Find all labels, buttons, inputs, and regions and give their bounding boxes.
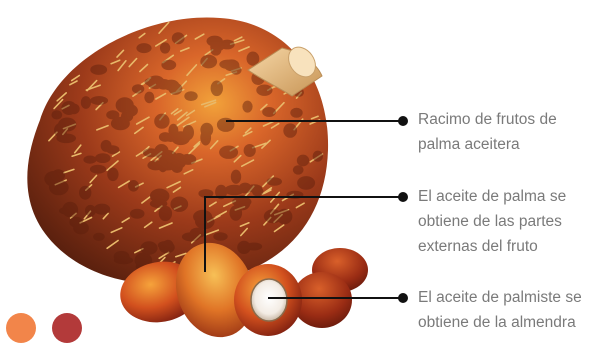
bunch-fruitlet <box>168 83 182 95</box>
bunch-fruitlet <box>95 153 111 163</box>
bunch-fruitlet <box>143 148 159 157</box>
bunch-fruitlet <box>164 133 178 142</box>
label-kernel-oil-line-1: El aceite de palmiste se <box>418 285 582 310</box>
label-palm-oil-line-2: obtiene de las partes <box>418 209 566 234</box>
bunch-fruitlet <box>144 92 154 104</box>
bunch-fruitlet <box>150 199 168 208</box>
bunch-fruitlet <box>107 168 118 182</box>
bunch-fruitlet <box>81 96 91 109</box>
bunch-fruitlet <box>54 123 67 138</box>
bunch-fruitlet <box>161 60 176 70</box>
label-palm-oil: El aceite de palma se obtiene de las par… <box>418 184 566 259</box>
bunch-fruitlet <box>200 130 211 146</box>
bunch-fruitlet <box>49 180 69 196</box>
bunch-fruitlet <box>90 96 108 105</box>
bunch-fruitlet <box>264 209 282 223</box>
bunch-fruitlet <box>94 204 110 215</box>
bunch-fruitlet <box>114 256 133 264</box>
bunch-fruitlet <box>90 65 107 75</box>
bunch-fruitlet <box>193 210 212 224</box>
leader-dot-kernel-oil <box>398 293 408 303</box>
bunch-fruitlet <box>262 107 276 117</box>
bunch-fruitlet <box>207 36 223 47</box>
fruit-bunch <box>27 17 328 284</box>
bunch-fruitlet <box>73 222 89 235</box>
pager-dot-red[interactable] <box>52 313 82 343</box>
bunch-fruitlet <box>62 101 77 115</box>
bunch-fruitlet <box>111 117 130 131</box>
pager-dot-orange[interactable] <box>6 313 36 343</box>
bunch-fruitlet <box>163 240 174 252</box>
label-bunch-line-1: Racimo de frutos de <box>418 107 557 132</box>
bunch-fruitlet <box>244 144 256 157</box>
bunch-fruitlet <box>159 206 172 221</box>
bunch-fruitlet <box>62 202 78 218</box>
leader-dots <box>398 116 408 303</box>
bunch-fruitlet <box>190 228 206 238</box>
leader-dot-bunch <box>398 116 408 126</box>
bunch-fruitlet <box>130 209 145 219</box>
bunch-fruitlet <box>116 97 134 113</box>
bunch-fruitlet <box>283 123 297 137</box>
bunch-fruitlet <box>313 151 323 162</box>
bunch-fruitlet <box>90 165 106 174</box>
leader-dot-palm-oil <box>398 192 408 202</box>
bunch-fruitlet <box>132 84 144 93</box>
bunch-fruitlet <box>106 145 119 154</box>
bunch-fruitlet <box>217 118 235 132</box>
bunch-fruitlet <box>136 43 151 53</box>
label-kernel-oil: El aceite de palmiste se obtiene de la a… <box>418 285 582 335</box>
bunch-fruitlet <box>79 186 91 200</box>
bunch-fruitlet <box>170 197 188 212</box>
bunch-fruitlet <box>83 156 96 164</box>
label-kernel-oil-line-2: obtiene de la almendra <box>418 310 582 335</box>
bunch-fruitlet <box>231 170 241 184</box>
bunch-fruitlet <box>231 66 242 75</box>
bunch-fruitlet <box>213 232 227 241</box>
bunch-fruitlet <box>128 180 139 192</box>
bunch-fruitlet <box>267 177 282 185</box>
bunch-fruitlet <box>211 81 223 97</box>
bunch-fruitlet <box>239 183 252 194</box>
bunch-fruitlet <box>297 155 309 167</box>
bunch-fruitlet <box>160 42 170 53</box>
bunch-fruitlet <box>256 85 272 96</box>
bunch-fruitlet <box>51 110 62 119</box>
bunch-fruitlet <box>184 91 197 101</box>
label-bunch: Racimo de frutos de palma aceitera <box>418 107 557 157</box>
label-palm-oil-line-1: El aceite de palma se <box>418 184 566 209</box>
bunch-fruitlet <box>237 241 251 254</box>
bunch-fruitlet <box>140 241 157 255</box>
bunch-fruitlet <box>232 197 251 207</box>
bunch-fruitlet <box>158 158 168 172</box>
fruit-kernel <box>251 279 287 321</box>
bunch-fruitlet <box>242 101 252 113</box>
bunch-fruitlet <box>293 165 304 174</box>
bunch-fruitlet <box>211 45 222 55</box>
bunch-fruitlet <box>172 32 185 44</box>
bunch-fruitlet <box>297 176 315 190</box>
label-bunch-line-2: palma aceitera <box>418 132 557 157</box>
bunch-fruitlet <box>200 55 217 69</box>
label-palm-oil-line-3: externas del fruto <box>418 234 566 259</box>
bunch-fruitlet <box>147 76 165 90</box>
bunch-fruitlet <box>219 146 238 159</box>
bunch-fruitlet <box>154 114 169 129</box>
bunch-fruitlet <box>93 233 105 241</box>
bunch-fruitlet <box>290 108 302 118</box>
